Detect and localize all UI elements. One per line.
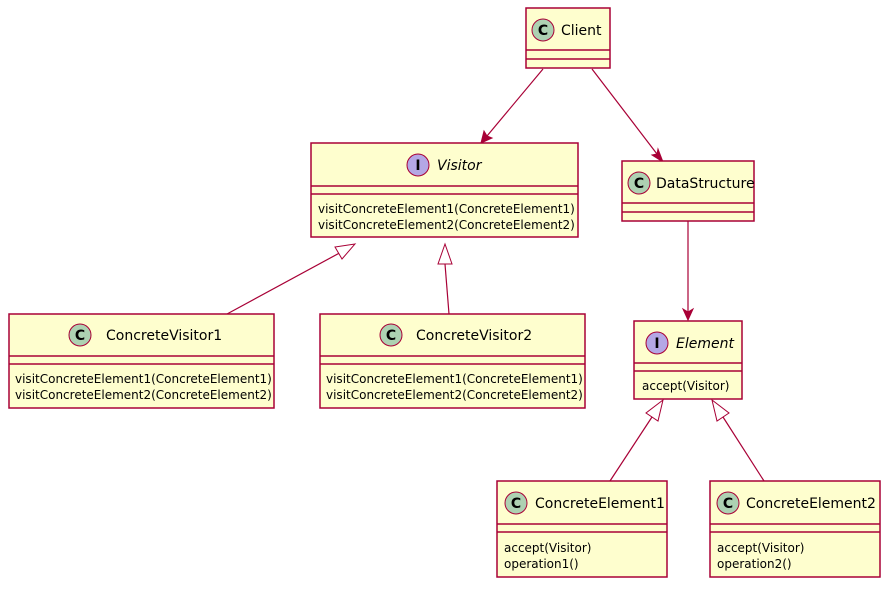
relation-datastructure-element (681, 220, 695, 322)
interface-visitor: I Visitor visitConcreteElement1(Concrete… (310, 142, 579, 238)
method: operation1() (504, 557, 579, 571)
class-name: ConcreteElement2 (746, 496, 876, 512)
class-concretevisitor2: C ConcreteVisitor2 visitConcreteElement1… (319, 313, 586, 409)
svg-text:C: C (538, 23, 548, 39)
class-icon: C (68, 323, 92, 347)
class-name: Client (561, 23, 602, 39)
interface-name: Visitor (437, 158, 483, 174)
method: visitConcreteElement2(ConcreteElement2) (318, 218, 575, 232)
svg-text:C: C (634, 176, 644, 192)
svg-text:I: I (415, 158, 420, 174)
relation-client-datastructure (591, 68, 665, 164)
class-icon: C (504, 491, 528, 515)
method: visitConcreteElement1(ConcreteElement1) (326, 372, 583, 386)
interface-icon: I (406, 153, 430, 177)
class-datastructure: C DataStructure (621, 160, 755, 222)
class-icon: C (531, 18, 555, 42)
relation-concretevisitor1-visitor (226, 243, 357, 315)
method: visitConcreteElement2(ConcreteElement2) (326, 388, 583, 402)
class-client: C Client (525, 7, 611, 69)
class-name: ConcreteElement1 (535, 496, 665, 512)
relation-concreteelement1-element (609, 398, 664, 482)
relation-client-visitor (480, 68, 544, 144)
svg-text:C: C (723, 496, 733, 512)
method: operation2() (717, 557, 792, 571)
method: visitConcreteElement1(ConcreteElement1) (318, 202, 575, 216)
class-name: ConcreteVisitor1 (106, 328, 222, 344)
interface-element: I Element accept(Visitor) (633, 320, 743, 400)
method: accept(Visitor) (504, 541, 591, 555)
class-name: ConcreteVisitor2 (416, 328, 532, 344)
interface-icon: I (645, 331, 669, 355)
svg-text:C: C (386, 328, 396, 344)
svg-text:C: C (511, 496, 521, 512)
method: visitConcreteElement1(ConcreteElement1) (15, 372, 272, 386)
class-concreteelement2: C ConcreteElement2 accept(Visitor) opera… (709, 480, 881, 578)
class-icon: C (379, 323, 403, 347)
method: accept(Visitor) (717, 541, 804, 555)
class-name: DataStructure (656, 176, 755, 192)
class-concretevisitor1: C ConcreteVisitor1 visitConcreteElement1… (8, 313, 275, 409)
svg-text:I: I (654, 336, 659, 352)
class-icon: C (716, 491, 740, 515)
method: visitConcreteElement2(ConcreteElement2) (15, 388, 272, 402)
relations (226, 68, 765, 482)
relation-concreteelement2-element (711, 398, 765, 482)
method: accept(Visitor) (642, 379, 729, 393)
interface-name: Element (676, 336, 734, 352)
relation-concretevisitor2-visitor (437, 242, 453, 315)
svg-text:C: C (75, 328, 85, 344)
class-concreteelement1: C ConcreteElement1 accept(Visitor) opera… (496, 480, 668, 578)
class-icon: C (627, 171, 651, 195)
